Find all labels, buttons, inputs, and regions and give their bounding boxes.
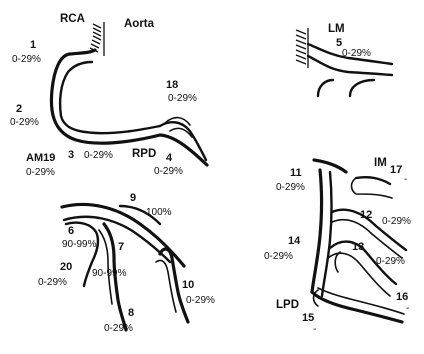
lm-aortic-wall — [296, 28, 308, 68]
segment-11-number: 11 — [290, 167, 302, 179]
segment-19-stenosis: 0-29% — [26, 167, 55, 178]
segment-10-number: 10 — [182, 279, 194, 291]
im-label: IM — [374, 157, 387, 169]
segment-6-stenosis: 90-99% — [62, 239, 97, 250]
segment-16-number: 16 — [396, 291, 408, 303]
rca-vessel-inner — [60, 62, 160, 133]
rpd-label: RPD — [132, 148, 156, 160]
segment-4-number: 4 — [166, 152, 173, 164]
segment-7-stenosis: 90-99% — [92, 268, 127, 279]
segment-9-number: 9 — [130, 192, 136, 204]
segment-19-number: AM19 — [26, 152, 55, 164]
segment-11-stenosis: 0-29% — [276, 182, 305, 193]
segment-14-number: 14 — [288, 235, 301, 247]
segment-13-stenosis: 0-29% — [376, 256, 405, 267]
segment-4-stenosis: 0-29% — [154, 166, 183, 177]
segment-3-stenosis: 0-29% — [84, 150, 113, 161]
segment-13-number: 13 — [352, 241, 364, 253]
segment-1-stenosis: 0-29% — [12, 54, 41, 65]
segment-8-number: 8 — [128, 307, 134, 319]
segment-5-stenosis: 0-29% — [342, 48, 371, 59]
segment-6-number: 6 — [68, 225, 74, 237]
segment-15-number: 15 — [302, 312, 314, 324]
segment-17-stenosis: - — [404, 174, 407, 185]
segment-15-stenosis: - — [313, 324, 316, 335]
segment-12-stenosis: 0-29% — [382, 216, 411, 227]
lcx-main-outer — [312, 170, 322, 292]
segment-2-number: 2 — [16, 103, 22, 115]
om-13-hook — [335, 252, 340, 272]
segment-14-stenosis: 0-29% — [264, 251, 293, 262]
segment-2-stenosis: 0-29% — [10, 117, 39, 128]
lad-7-8-parallel — [99, 230, 112, 304]
lm-tree — [296, 28, 392, 96]
segment-1-number: 1 — [30, 39, 36, 51]
segment-20-stenosis: 0-29% — [38, 277, 67, 288]
lm-label: LM — [328, 23, 345, 35]
segment-12-number: 12 — [360, 209, 372, 221]
segment-8-stenosis: 0-29% — [104, 323, 133, 334]
segment-7-number: 7 — [118, 241, 124, 253]
lm-right-stub — [350, 80, 374, 96]
segment-17-number: 17 — [390, 164, 402, 176]
segment-10-stenosis: 0-29% — [186, 295, 215, 306]
rca-label: RCA — [60, 13, 85, 25]
aorta-label: Aorta — [124, 18, 155, 30]
lpd-branch — [312, 292, 402, 322]
segment-18-number: 18 — [166, 79, 178, 91]
segment-18-stenosis: 0-29% — [168, 93, 197, 104]
lpd-label: LPD — [276, 299, 299, 311]
segment-20-number: 20 — [60, 261, 72, 273]
segment-3-number: 3 — [68, 149, 74, 161]
lcx-main-inner — [322, 172, 332, 296]
lm-left-stub — [318, 80, 333, 96]
im-branch — [356, 177, 390, 184]
segment-9-stenosis: 100% — [146, 207, 172, 218]
segment-16-stenosis: - — [406, 303, 409, 314]
